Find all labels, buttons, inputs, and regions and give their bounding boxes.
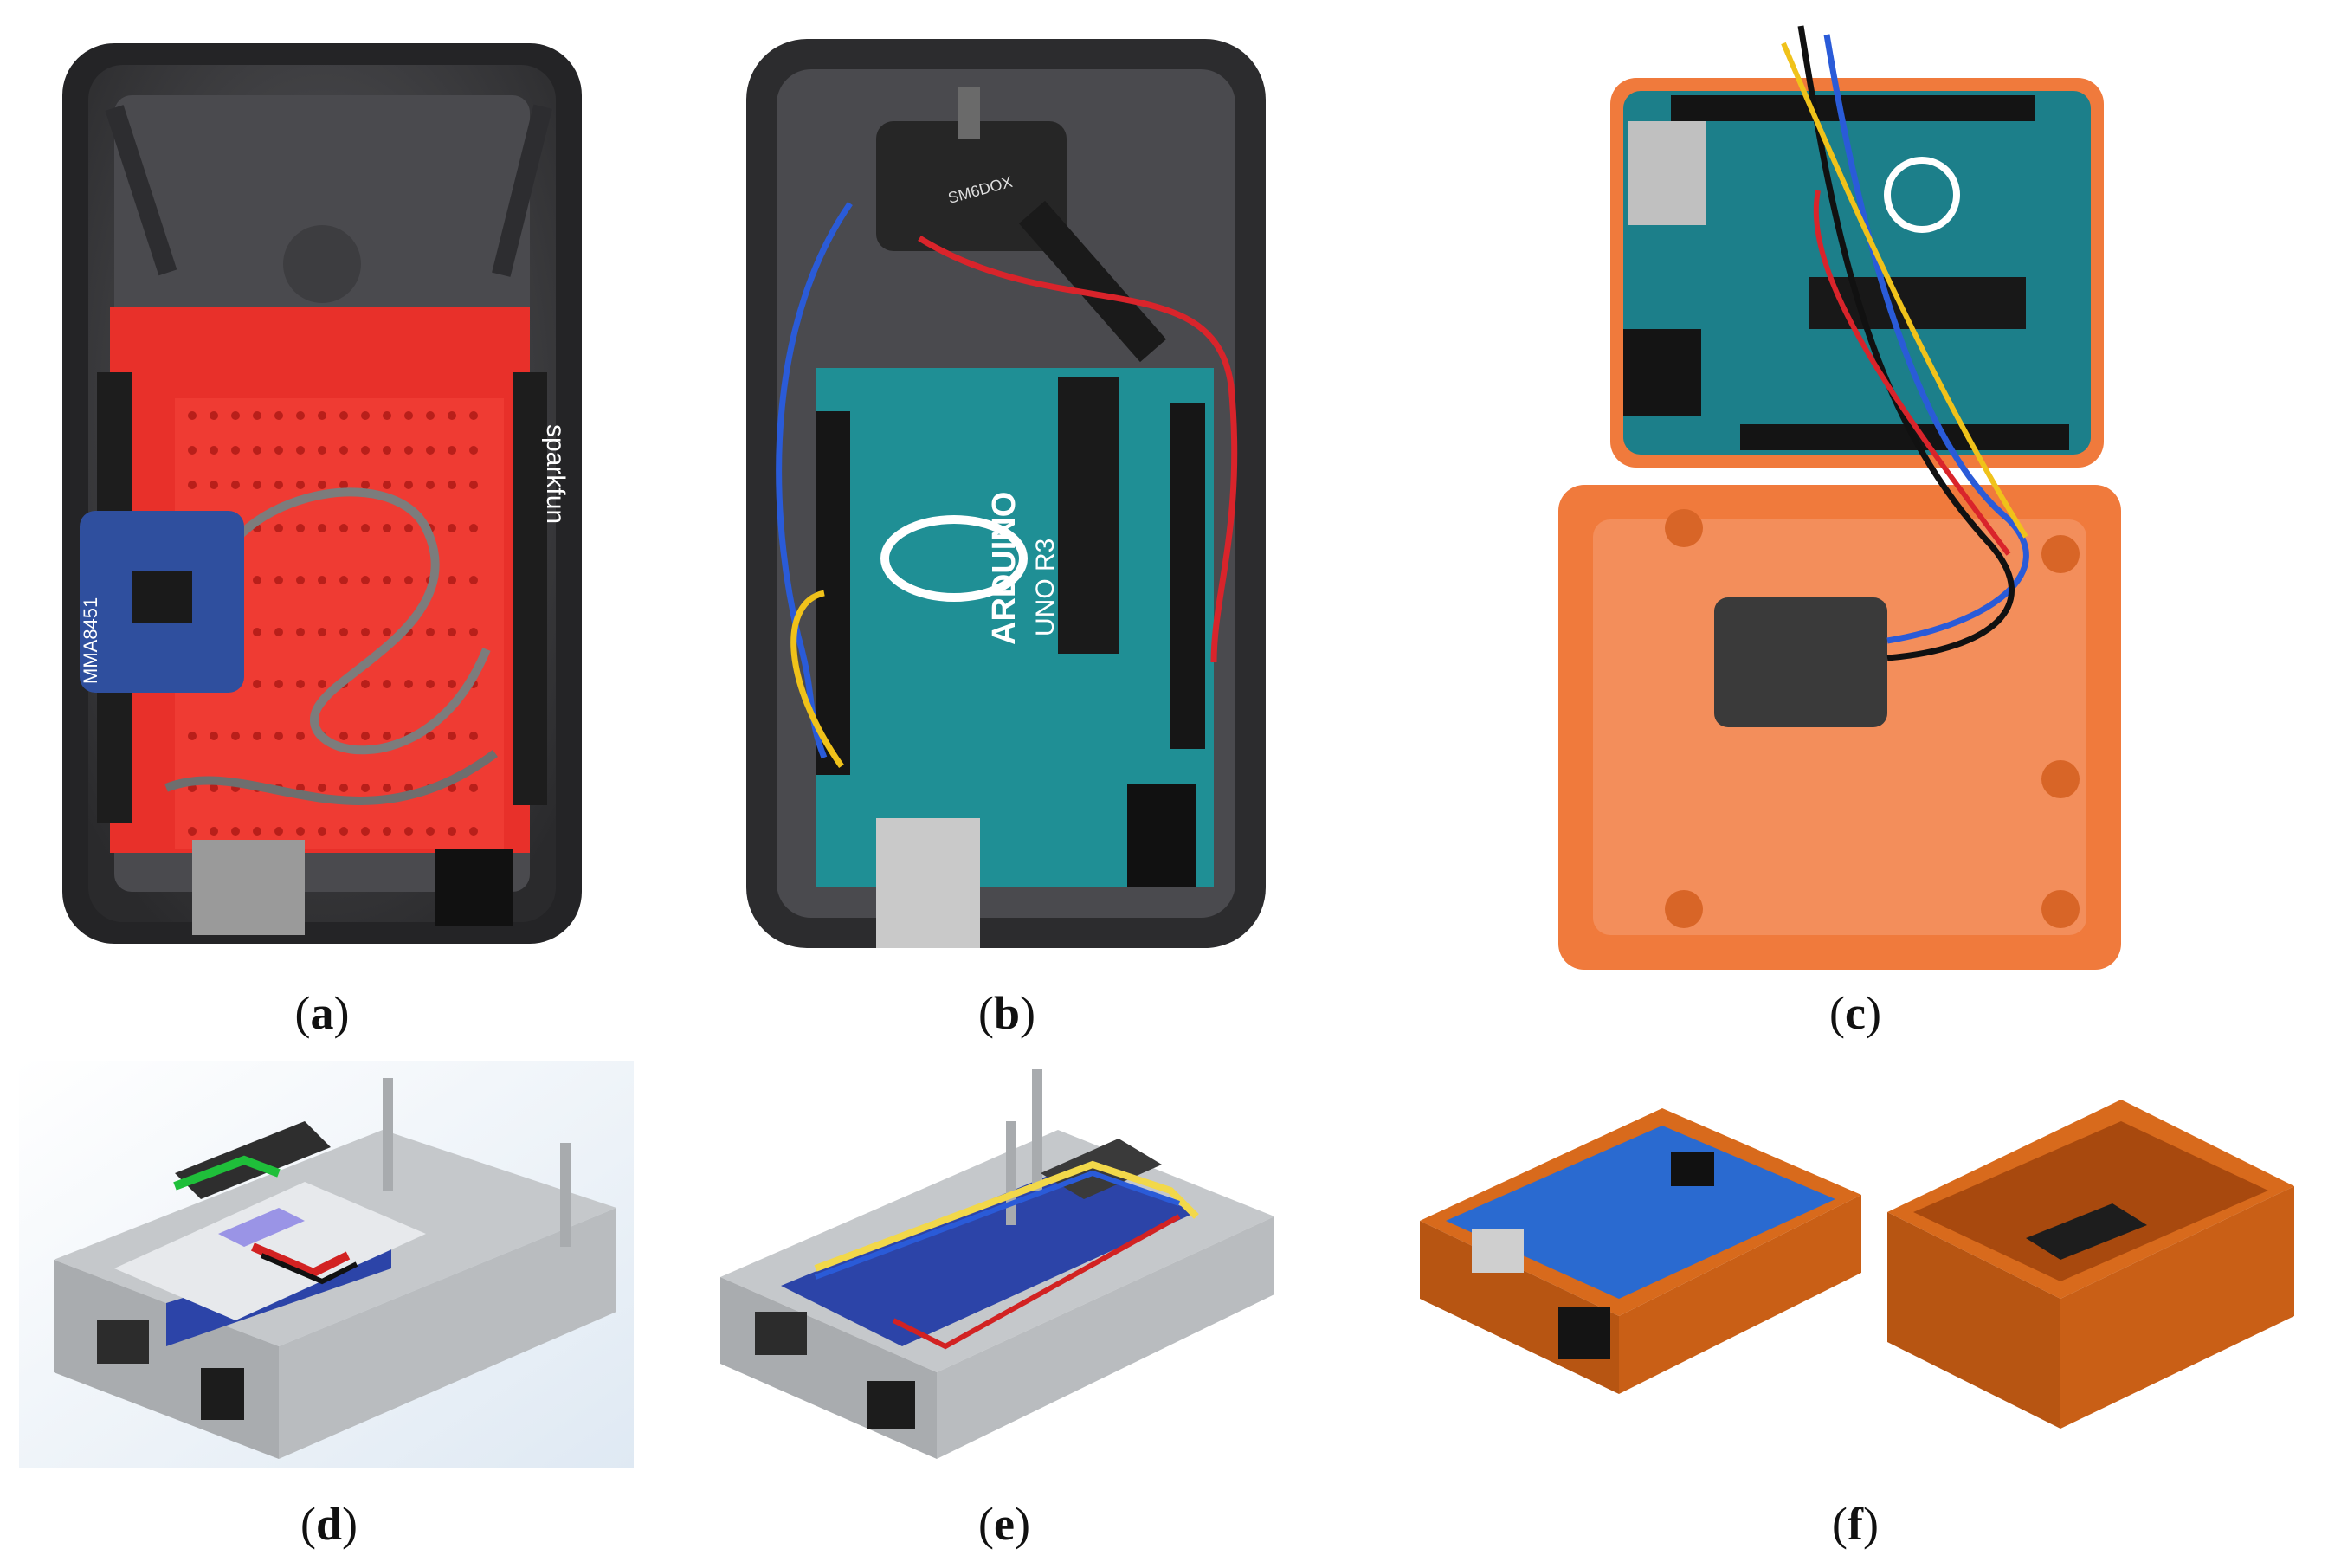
svg-text:ARDUINO: ARDUINO [986,492,1022,645]
enclosure-red-shield-photo: sparkfun MMA8451 [62,43,582,944]
enclosure-arduino-uno-photo: SM6DOX ARDUINO UNO R3 [746,39,1266,948]
caption-b: (b) [977,987,1035,1039]
cad-enclosure-uno-render [712,1061,1283,1468]
panel-c-photo [1541,17,2147,970]
panel-f-cad [1420,1082,2303,1446]
cad-orange-enclosure-render [1420,1082,2303,1446]
caption-c: (c) [1829,987,1881,1039]
svg-text:sparkfun: sparkfun [541,424,570,524]
panel-e-cad [712,1061,1283,1468]
caption-e: (e) [978,1498,1030,1550]
orange-enclosure-open-photo [1558,25,2121,970]
svg-text:MMA8451: MMA8451 [80,597,101,684]
caption-a: (a) [294,987,350,1039]
panel-d-cad [19,1061,634,1468]
caption-f: (f) [1832,1498,1879,1550]
svg-text:UNO R3: UNO R3 [1031,539,1060,636]
panel-a-photo: sparkfun MMA8451 [62,43,582,944]
caption-d: (d) [300,1498,358,1550]
panel-b-photo: SM6DOX ARDUINO UNO R3 [746,39,1266,948]
cad-enclosure-shield-render [19,1061,634,1468]
